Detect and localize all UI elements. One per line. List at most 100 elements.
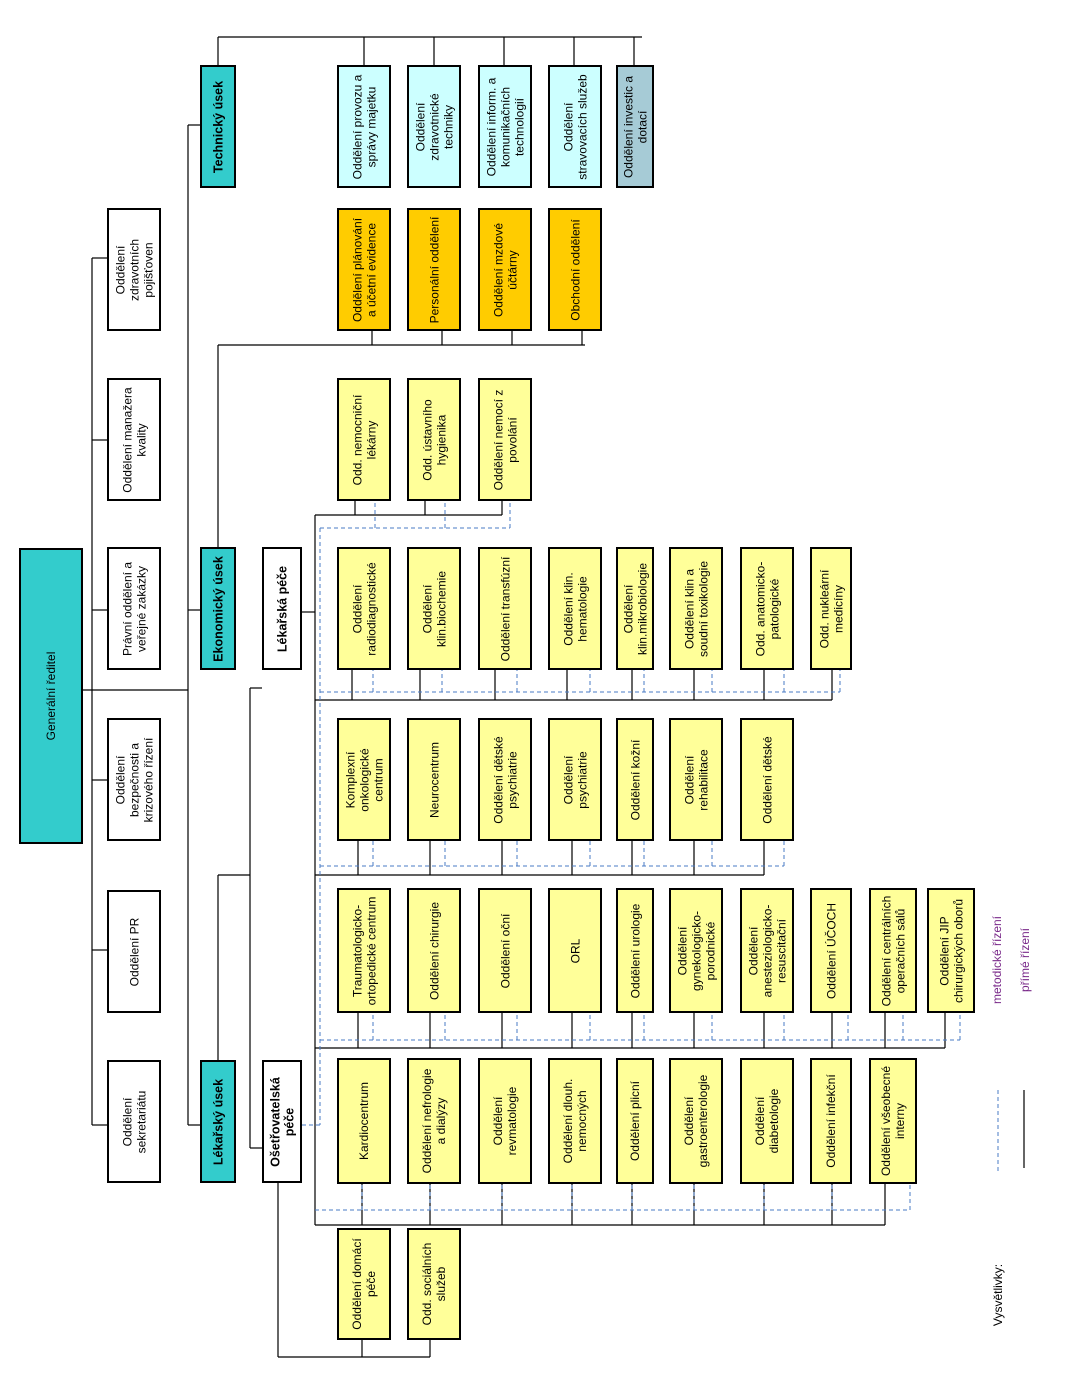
staff-dept-label: Oddělení manažera kvality <box>120 386 148 493</box>
dept-label: Oddělení mzdové účtárny <box>491 222 519 317</box>
staff-dept-label: Právní oddělení a veřejné zakázky <box>120 561 148 656</box>
clinical-dept: Oddělení centrálních operačních sálů <box>869 888 917 1013</box>
division-medical: Lékařský úsek <box>200 1060 236 1183</box>
dept-label: Oddělení ÚČOCH <box>824 902 838 999</box>
economic-dept: Obchodní oddělení <box>548 208 602 331</box>
clinical-dept: Oddělení transfúzní <box>478 547 532 670</box>
division-label: Lékařský úsek <box>211 1078 225 1165</box>
division-label: Technický úsek <box>211 80 225 173</box>
clinical-dept: Oddělení gastroenterologie <box>669 1058 723 1184</box>
clinical-dept: Oddělení infekční <box>810 1058 852 1184</box>
dept-label: Oddělení transfúzní <box>498 556 512 661</box>
clinical-dept: Oddělení oční <box>478 888 532 1013</box>
nursing-dept: Oddělení domácí péče <box>337 1228 391 1340</box>
dept-label: Komplexní onkologické centrum <box>343 747 385 812</box>
clinical-dept: Oddělení dětské psychiatrie <box>478 718 532 841</box>
dept-label: Oddělení anesteziologicko-resuscitační <box>746 904 788 997</box>
staff-dept-label: Oddělení zdravotních pojišťoven <box>113 238 155 301</box>
dept-label: Kardiocentrum <box>357 1081 371 1161</box>
care-group-medical: Lékařská péče <box>262 547 302 670</box>
dept-label: Oddělení plicní <box>628 1080 642 1162</box>
technical-dept: Oddělení provozu a správy majetku <box>337 65 391 188</box>
nursing-dept: Odd. sociálních služeb <box>407 1228 461 1340</box>
legend-methodical: metodické řízení <box>985 900 1009 1020</box>
care-group-label: Ošetřovatelská péče <box>268 1076 296 1167</box>
director-box: Generální ředitel <box>19 548 83 844</box>
clinical-dept: Oddělení plicní <box>616 1058 654 1184</box>
clinical-dept: Oddělení diabetologie <box>740 1058 794 1184</box>
dept-label: Oddělení revmatologie <box>491 1086 519 1156</box>
dept-label: Oddělení stravovacích služeb <box>561 73 589 180</box>
technical-dept: Oddělení stravovacích služeb <box>548 65 602 188</box>
division-technical: Technický úsek <box>200 65 236 188</box>
clinical-dept: Oddělení psychiatrie <box>548 718 602 841</box>
clinical-dept: Oddělení ÚČOCH <box>810 888 852 1013</box>
dept-label: Oddělení dětské psychiatrie <box>491 735 519 824</box>
dept-label: Traumatologicko-ortopedické centrum <box>350 896 378 1005</box>
clinical-dept: Oddělení klin.biochemie <box>407 547 461 670</box>
dept-label: Oddělení JIP chirurgických oborů <box>937 898 965 1003</box>
clinical-dept: Oddělení rehabilitace <box>669 718 723 841</box>
clinical-dept: Kardiocentrum <box>337 1058 391 1184</box>
dept-label: ORL <box>568 938 582 963</box>
staff-dept-label: Oddělení sekretariátu <box>120 1090 148 1153</box>
technical-dept: Oddělení zdravotnické techniky <box>407 65 461 188</box>
economic-dept: Oddělení plánování a účetní evidence <box>337 208 391 331</box>
clinical-dept: Odd. nemocniční lékárny <box>337 378 391 501</box>
clinical-dept: Oddělení gynekologicko-porodnické <box>669 888 723 1013</box>
dept-label: Oddělení klin.biochemie <box>420 570 448 647</box>
clinical-dept: ORL <box>548 888 602 1013</box>
director-label: Generální ředitel <box>44 651 58 741</box>
dept-label: Oddělení gastroenterologie <box>682 1074 710 1168</box>
care-group-label: Lékařská péče <box>275 565 289 652</box>
dept-label: Oddělení inform. a komunikačních technol… <box>484 77 526 176</box>
staff-dept-quality: Oddělení manažera kvality <box>107 378 161 501</box>
staff-dept-security: Oddělení bezpečnosti a krizového řízení <box>107 718 161 841</box>
dept-label: Oddělení investic a dotací <box>621 75 649 178</box>
clinical-dept: Oddělení kožní <box>616 718 654 841</box>
dept-label: Odd. ústavního hygienika <box>420 398 448 481</box>
dept-label: Odd. nemocniční lékárny <box>350 394 378 485</box>
clinical-dept: Odd. anatomicko-patologické <box>740 547 794 670</box>
staff-dept-secretariat: Oddělení sekretariátu <box>107 1060 161 1183</box>
clinical-dept: Oddělení klin.mikrobiologie <box>616 547 654 670</box>
clinical-dept: Oddělení JIP chirurgických oborů <box>927 888 975 1013</box>
technical-dept: Oddělení inform. a komunikačních technol… <box>478 65 532 188</box>
clinical-dept: Komplexní onkologické centrum <box>337 718 391 841</box>
economic-dept: Personální oddělení <box>407 208 461 331</box>
dept-label: Neurocentrum <box>427 741 441 818</box>
care-group-nursing: Ošetřovatelská péče <box>262 1060 302 1183</box>
legend-title-text: Vysvětlivky: <box>991 1263 1006 1327</box>
legend-title: Vysvětlivky: <box>985 1240 1011 1350</box>
division-label: Ekonomický úsek <box>211 555 225 662</box>
clinical-dept: Oddělení chirurgie <box>407 888 461 1013</box>
clinical-dept: Oddělení všeobecné interny <box>869 1058 917 1184</box>
dept-label: Oddělení zdravotnické techniky <box>413 92 455 161</box>
technical-dept-investment: Oddělení investic a dotací <box>616 65 654 188</box>
clinical-dept: Oddělení klin a soudní toxikologie <box>669 547 723 670</box>
dept-label: Oddělení urologie <box>628 903 642 998</box>
division-economic: Ekonomický úsek <box>200 547 236 670</box>
clinical-dept: Oddělení radiodiagnostické <box>337 547 391 670</box>
dept-label: Oddělení klin.mikrobiologie <box>621 562 649 655</box>
staff-dept-label: Oddělení PR <box>127 917 141 986</box>
legend-direct: přímé řízení <box>1013 920 1037 1000</box>
dept-label: Oddělení chirurgie <box>427 901 441 1000</box>
dept-label: Personální oddělení <box>427 216 441 323</box>
clinical-dept: Oddělení nefrologie a dialýzy <box>407 1058 461 1184</box>
dept-label: Oddělení gynekologicko-porodnické <box>675 910 717 991</box>
dept-label: Oddělení centrálních operačních sálů <box>879 895 907 1006</box>
dept-label: Odd. nukleární medicíny <box>817 569 845 648</box>
dept-label: Oddělení infekční <box>824 1074 838 1168</box>
staff-dept-insurance: Oddělení zdravotních pojišťoven <box>107 208 161 331</box>
clinical-dept: Odd. nukleární medicíny <box>810 547 852 670</box>
economic-dept: Oddělení mzdové účtárny <box>478 208 532 331</box>
clinical-dept: Oddělení anesteziologicko-resuscitační <box>740 888 794 1013</box>
dept-label: Oddělení psychiatrie <box>561 750 589 809</box>
legend-direct-text: přímé řízení <box>1018 927 1032 993</box>
clinical-dept: Neurocentrum <box>407 718 461 841</box>
clinical-dept: Oddělení nemocí z povolání <box>478 378 532 501</box>
staff-dept-pr: Oddělení PR <box>107 890 161 1013</box>
clinical-dept: Oddělení dlouh. nemocných <box>548 1058 602 1184</box>
